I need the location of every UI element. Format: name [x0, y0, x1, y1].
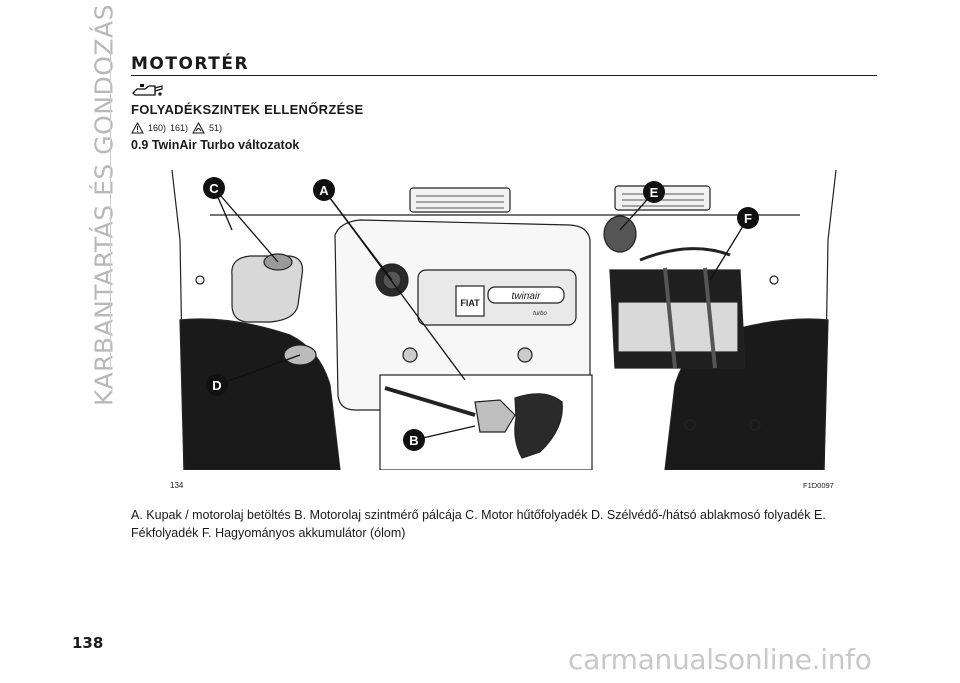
- reference-161: 161): [170, 123, 189, 133]
- callout-a: [313, 179, 335, 201]
- page-number: 138: [72, 634, 104, 652]
- callout-b-label: B: [409, 433, 418, 448]
- callout-f-label: F: [744, 211, 752, 226]
- callout-f: [737, 207, 759, 229]
- variant-title: 0.9 TwinAir Turbo változatok: [131, 138, 300, 152]
- callout-c: [203, 177, 225, 199]
- section-title: MOTORTÉR: [131, 54, 250, 74]
- callout-e: [643, 181, 665, 203]
- warning-triangle-icon: [131, 122, 144, 134]
- twinair-badge-text: twinair: [512, 291, 542, 302]
- callout-c-label: C: [209, 181, 219, 196]
- callout-b: [403, 429, 425, 451]
- reference-line: 160) 161) 51): [131, 120, 222, 136]
- fiat-logo-text: FIAT: [460, 298, 480, 308]
- figure-number: 134: [170, 481, 184, 490]
- callout-d-label: D: [212, 378, 221, 393]
- header-divider: [131, 75, 877, 76]
- callout-d: [206, 374, 228, 396]
- engine-oil-icon: [132, 84, 163, 96]
- figure-code: F1D0097: [803, 481, 834, 490]
- callout-e-label: E: [650, 185, 659, 200]
- turbo-badge-text: turbo: [533, 311, 547, 317]
- watermark: carmanualsonline.info: [568, 643, 872, 676]
- side-divider: [110, 45, 111, 370]
- figure-caption: A. Kupak / motorolaj betöltés B. Motorol…: [131, 508, 826, 540]
- subsection-title: FOLYADÉKSZINTEK ELLENŐRZÉSE: [131, 102, 364, 117]
- reference-51: 51): [209, 123, 223, 133]
- engine-bay-figure: C A E F D B FIAT twinair turbo: [171, 170, 837, 470]
- reference-160: 160): [148, 123, 167, 133]
- side-chapter-title: KARBANTARTÁS ÉS GONDOZÁS: [89, 3, 119, 407]
- environment-icon: [192, 122, 205, 134]
- callout-a-label: A: [319, 183, 329, 198]
